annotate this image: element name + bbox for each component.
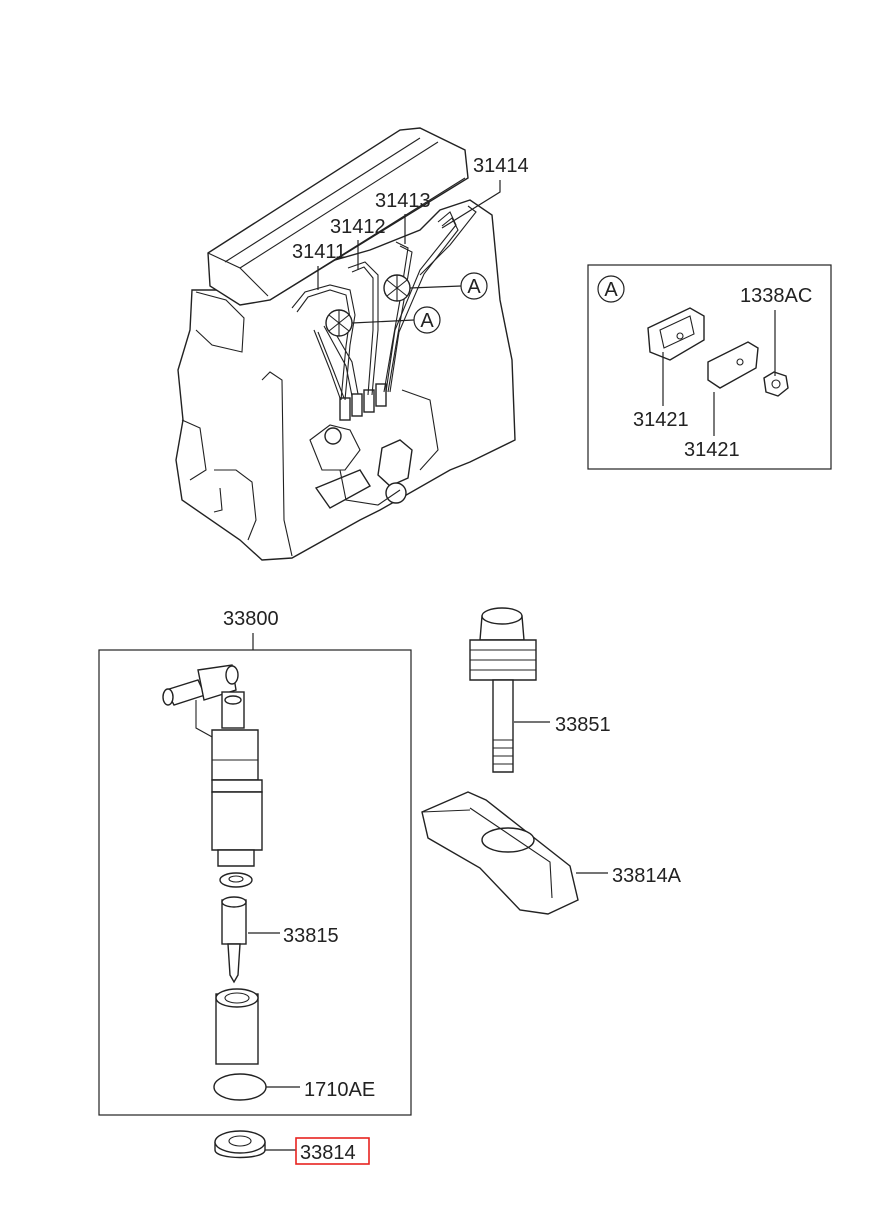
clamp-33814a: 33814A <box>421 791 682 915</box>
ref-a-label-2: A <box>420 310 434 332</box>
callout-31414: 31414 <box>473 155 529 177</box>
callout-31412: 31412 <box>330 216 386 238</box>
engine-callouts: 31414 31413 31412 31411 A A <box>292 155 529 334</box>
engine-block <box>175 127 516 561</box>
highlight-box-33814 <box>295 1137 370 1165</box>
callout-31421-upper: 31421 <box>633 409 689 431</box>
callout-1338ac: 1338AC <box>740 285 812 307</box>
bolt-33851: 33851 <box>469 607 611 773</box>
callout-33814[interactable]: 33814 <box>300 1142 356 1164</box>
washer-33814: 33814 <box>214 1130 370 1165</box>
injector-assembly: 33800 33815 1710AE <box>98 608 412 1116</box>
detail-a-panel: A 1338AC 31421 31421 <box>587 264 832 470</box>
callout-31413: 31413 <box>375 190 431 212</box>
injector-kit-box <box>98 649 412 1116</box>
ref-a-label-1: A <box>467 276 481 298</box>
callout-1710ae: 1710AE <box>304 1079 375 1101</box>
detail-a-label: A <box>604 279 618 301</box>
callout-33800: 33800 <box>223 608 279 630</box>
callout-31411: 31411 <box>292 241 346 263</box>
callout-33851: 33851 <box>555 714 611 736</box>
fuel-pipes <box>291 205 477 401</box>
callout-33815: 33815 <box>283 925 339 947</box>
callout-33814a: 33814A <box>612 865 682 887</box>
callout-31421-lower: 31421 <box>684 439 740 461</box>
